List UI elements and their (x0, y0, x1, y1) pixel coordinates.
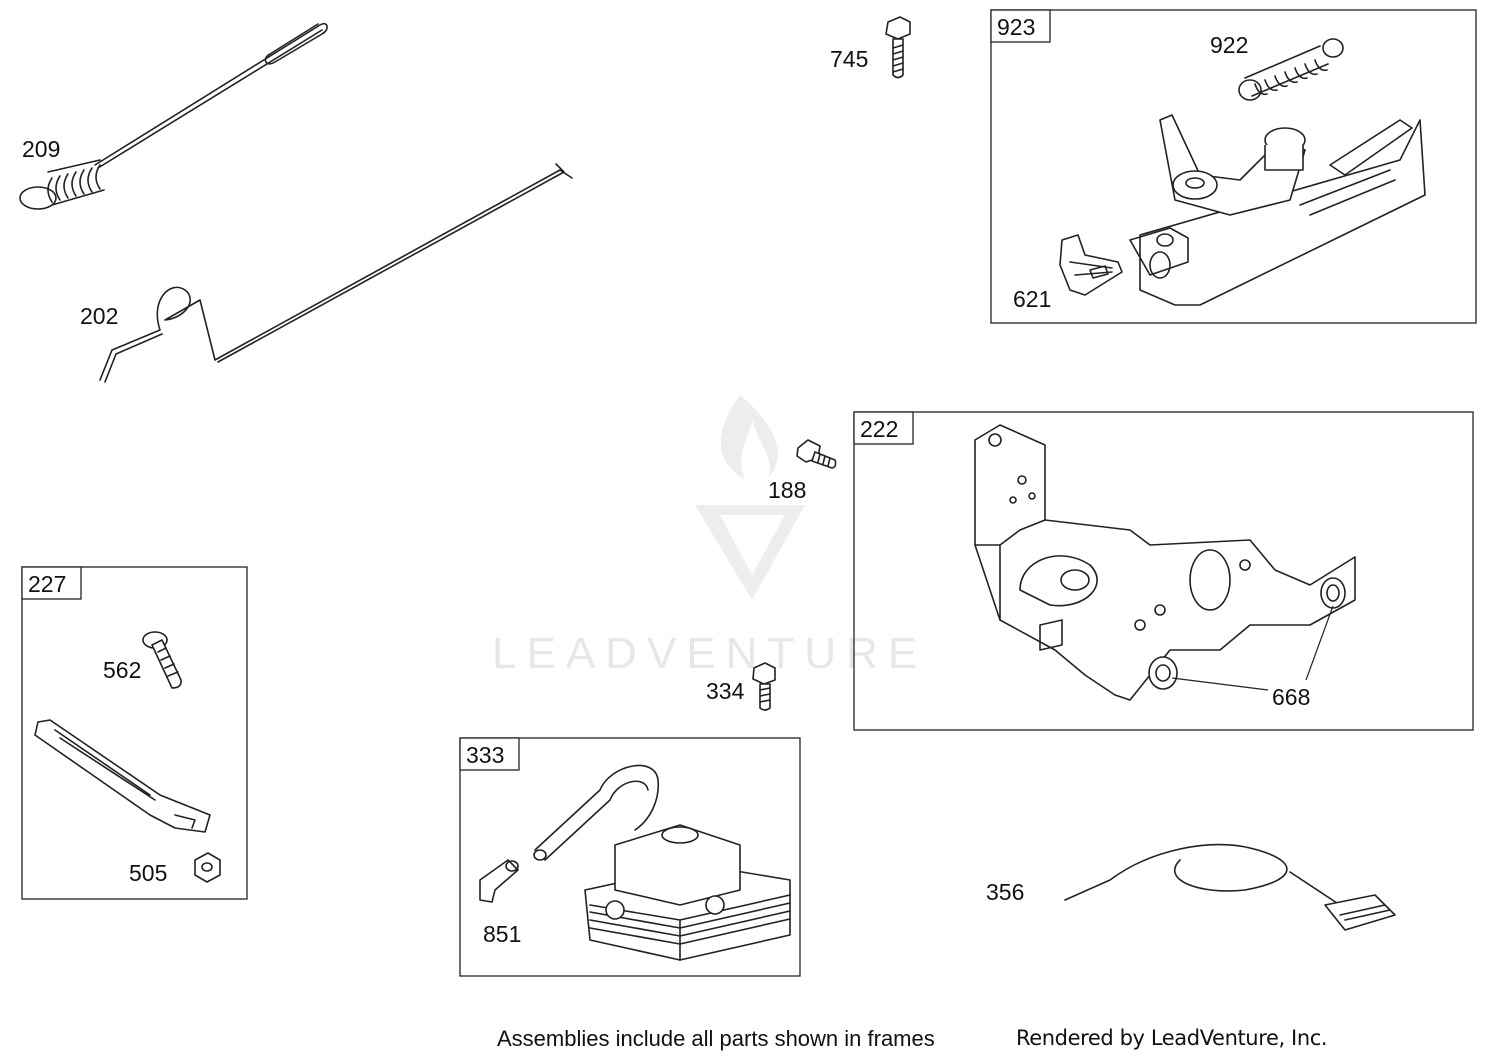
callout-356: 356 (986, 879, 1024, 905)
part-governor-control-bracket (1129, 114, 1426, 306)
frame-923 (990, 9, 1477, 324)
part-562-screw (142, 631, 182, 689)
frame-227 (21, 566, 248, 900)
part-188-screw (796, 439, 837, 469)
callout-334: 334 (706, 678, 745, 704)
part-334-bolt (752, 662, 776, 711)
callout-745: 745 (830, 46, 868, 72)
callout-562: 562 (103, 657, 141, 683)
watermark: LEADVENTURE (492, 395, 927, 678)
part-851-connector (479, 859, 519, 903)
callout-668: 668 (1272, 684, 1310, 710)
footer-note: Assemblies include all parts shown in fr… (497, 1026, 935, 1051)
leader-668-a (1171, 677, 1269, 691)
part-621-clip (1059, 234, 1123, 296)
callout-621: 621 (1013, 286, 1051, 312)
part-356-ground-wire (1064, 843, 1396, 931)
callout-922: 922 (1210, 32, 1248, 58)
frame-label-227: 227 (28, 571, 66, 597)
part-505-nut (194, 852, 221, 883)
part-222-control-bracket (974, 424, 1356, 701)
part-227-lever (34, 719, 211, 833)
callout-202: 202 (80, 303, 118, 329)
frame-222 (853, 411, 1474, 731)
part-922-spring (1238, 38, 1344, 101)
part-209-spring (19, 22, 328, 210)
watermark-text: LEADVENTURE (492, 629, 927, 678)
leader-668-b (1305, 605, 1334, 681)
callout-209: 209 (22, 136, 60, 162)
callout-851: 851 (483, 921, 521, 947)
callout-188: 188 (768, 477, 806, 503)
part-333-ignition-coil (533, 764, 791, 961)
part-202-wire-link (99, 163, 573, 383)
frame-333 (459, 737, 801, 977)
footer-credit: Rendered by LeadVenture, Inc. (1016, 1026, 1328, 1050)
callout-505: 505 (129, 860, 167, 886)
frame-label-333: 333 (466, 742, 504, 768)
footer: Assemblies include all parts shown in fr… (0, 1024, 1500, 1058)
frame-label-923: 923 (997, 14, 1035, 40)
frame-label-222: 222 (860, 416, 898, 442)
part-745-bolt (885, 16, 911, 79)
